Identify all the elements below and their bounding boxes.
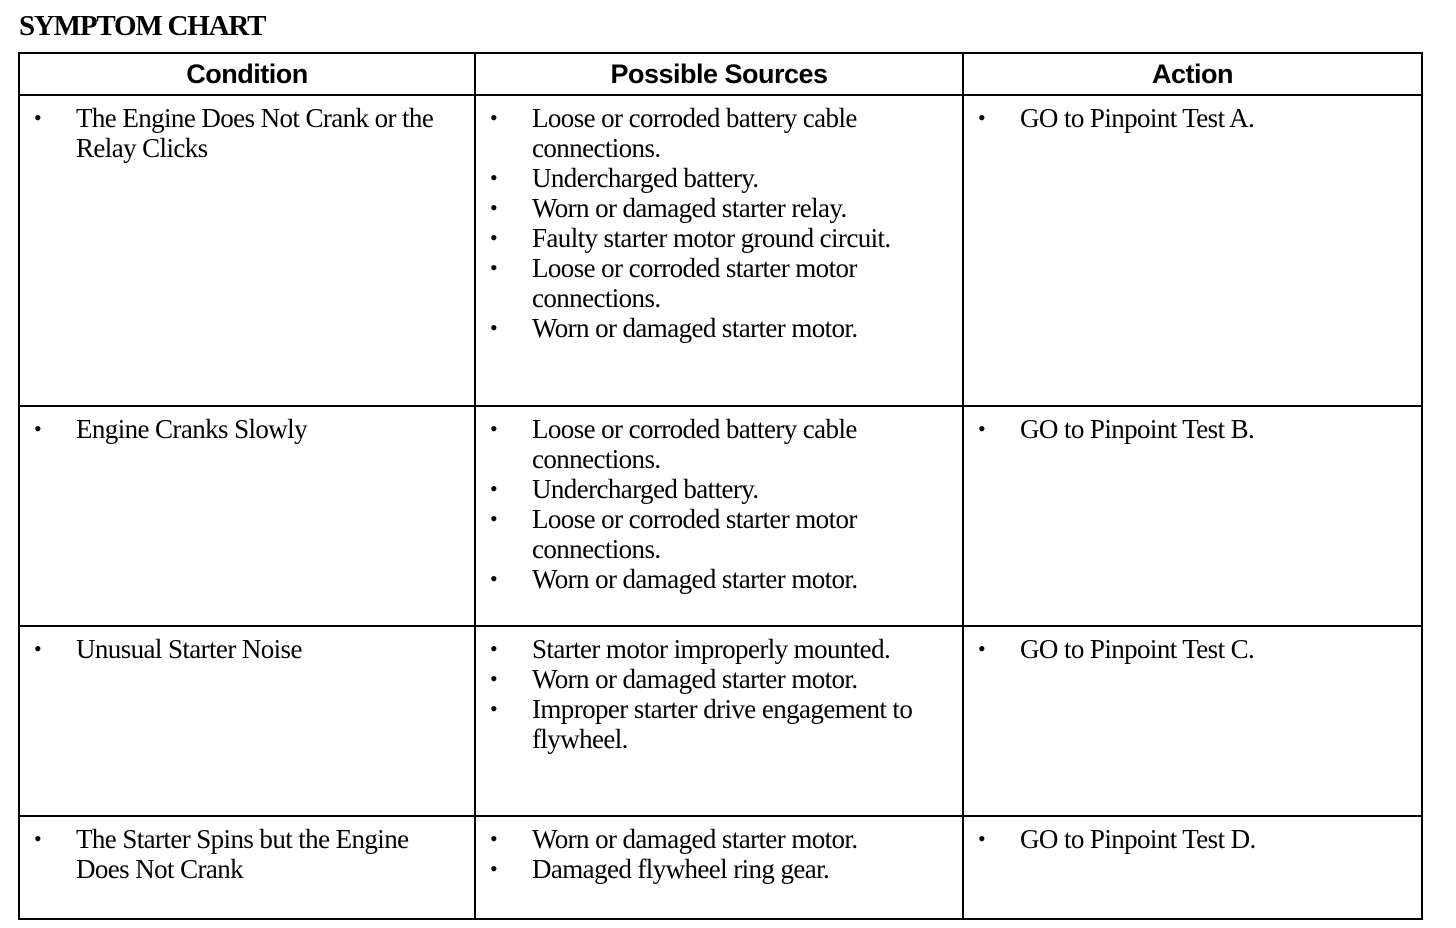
bullet-icon: • [978, 826, 986, 851]
source-item: • Loose or corroded battery cable connect… [476, 414, 954, 474]
source-text: Damaged flywheel ring gear. [532, 854, 830, 884]
table-row: • The Engine Does Not Crank or the Relay … [18, 94, 1423, 407]
condition-cell: • The Engine Does Not Crank or the Relay … [18, 94, 476, 407]
bullet-icon: • [490, 165, 498, 190]
bullet-icon: • [978, 636, 986, 661]
source-text: Loose or corroded battery cable connecti… [532, 103, 857, 163]
source-text: Worn or damaged starter motor. [532, 664, 858, 694]
source-text: Faulty starter motor ground circuit. [532, 223, 891, 253]
source-item: • Loose or corroded battery cable connect… [476, 103, 954, 163]
action-cell: • GO to Pinpoint Test A. [962, 94, 1423, 407]
bullet-icon: • [978, 105, 986, 130]
source-text: Worn or damaged starter relay. [532, 193, 847, 223]
bullet-icon: • [978, 416, 986, 441]
source-text: Loose or corroded starter motor connecti… [532, 253, 857, 313]
bullet-icon: • [34, 105, 42, 130]
bullet-icon: • [490, 255, 498, 280]
source-item: • Damaged flywheel ring gear. [476, 854, 954, 884]
table-row: • Unusual Starter Noise • Starter motor im… [18, 625, 1423, 817]
source-text: Worn or damaged starter motor. [532, 313, 858, 343]
source-text: Loose or corroded starter motor connecti… [532, 504, 857, 564]
bullet-icon: • [490, 826, 498, 851]
condition-item: • Unusual Starter Noise [20, 634, 466, 664]
action-text: GO to Pinpoint Test A. [1020, 103, 1255, 133]
condition-text: Unusual Starter Noise [76, 634, 302, 664]
source-text: Loose or corroded battery cable connecti… [532, 414, 857, 474]
action-text: GO to Pinpoint Test B. [1020, 414, 1255, 444]
bullet-icon: • [34, 636, 42, 661]
condition-cell: • Unusual Starter Noise [18, 625, 476, 817]
bullet-icon: • [490, 856, 498, 881]
source-item: • Faulty starter motor ground circuit. [476, 223, 954, 253]
source-item: • Improper starter drive engagement to fl… [476, 694, 954, 754]
source-text: Starter motor improperly mounted. [532, 634, 891, 664]
bullet-icon: • [490, 696, 498, 721]
sources-cell: • Worn or damaged starter motor. • Damaged… [474, 815, 964, 920]
source-item: • Worn or damaged starter motor. [476, 824, 954, 854]
source-item: • Loose or corroded starter motor connect… [476, 504, 954, 564]
source-item: • Worn or damaged starter motor. [476, 564, 954, 594]
action-item: • GO to Pinpoint Test C. [964, 634, 1413, 664]
action-item: • GO to Pinpoint Test D. [964, 824, 1413, 854]
symptom-table: Condition Possible Sources Action • The E… [18, 52, 1423, 920]
sources-cell: • Loose or corroded battery cable connect… [474, 405, 964, 627]
source-item: • Worn or damaged starter motor. [476, 313, 954, 343]
source-item: • Undercharged battery. [476, 163, 954, 193]
bullet-icon: • [490, 225, 498, 250]
bullet-icon: • [490, 666, 498, 691]
action-text: GO to Pinpoint Test C. [1020, 634, 1255, 664]
bullet-icon: • [490, 636, 498, 661]
sources-cell: • Starter motor improperly mounted. • Worn… [474, 625, 964, 817]
condition-item: • The Starter Spins but the Engine Does N… [20, 824, 466, 884]
condition-cell: • The Starter Spins but the Engine Does N… [18, 815, 476, 920]
action-cell: • GO to Pinpoint Test D. [962, 815, 1423, 920]
action-text: GO to Pinpoint Test D. [1020, 824, 1256, 854]
bullet-icon: • [34, 416, 42, 441]
header-action: Action [962, 52, 1423, 96]
bullet-icon: • [34, 826, 42, 851]
action-cell: • GO to Pinpoint Test B. [962, 405, 1423, 627]
condition-text: The Engine Does Not Crank or the Relay C… [76, 103, 434, 163]
source-text: Improper starter drive engagement to fly… [532, 694, 913, 754]
header-condition: Condition [18, 52, 476, 96]
bullet-icon: • [490, 506, 498, 531]
action-item: • GO to Pinpoint Test B. [964, 414, 1413, 444]
source-item: • Worn or damaged starter relay. [476, 193, 954, 223]
condition-item: • The Engine Does Not Crank or the Relay … [20, 103, 466, 163]
source-item: • Starter motor improperly mounted. [476, 634, 954, 664]
source-text: Worn or damaged starter motor. [532, 564, 858, 594]
table-header-row: Condition Possible Sources Action [18, 52, 1423, 96]
table-row: • The Starter Spins but the Engine Does N… [18, 815, 1423, 920]
sources-cell: • Loose or corroded battery cable connect… [474, 94, 964, 407]
bullet-icon: • [490, 566, 498, 591]
source-item: • Undercharged battery. [476, 474, 954, 504]
condition-item: • Engine Cranks Slowly [20, 414, 466, 444]
bullet-icon: • [490, 416, 498, 441]
bullet-icon: • [490, 105, 498, 130]
source-item: • Loose or corroded starter motor connect… [476, 253, 954, 313]
condition-cell: • Engine Cranks Slowly [18, 405, 476, 627]
condition-text: Engine Cranks Slowly [76, 414, 308, 444]
source-text: Undercharged battery. [532, 474, 759, 504]
source-text: Undercharged battery. [532, 163, 759, 193]
condition-text: The Starter Spins but the Engine Does No… [76, 824, 409, 884]
source-item: • Worn or damaged starter motor. [476, 664, 954, 694]
action-item: • GO to Pinpoint Test A. [964, 103, 1413, 133]
source-text: Worn or damaged starter motor. [532, 824, 858, 854]
bullet-icon: • [490, 315, 498, 340]
table-row: • Engine Cranks Slowly • Loose or corroded… [18, 405, 1423, 627]
bullet-icon: • [490, 195, 498, 220]
bullet-icon: • [490, 476, 498, 501]
header-possible-sources: Possible Sources [474, 52, 964, 96]
action-cell: • GO to Pinpoint Test C. [962, 625, 1423, 817]
page-title: SYMPTOM CHART [19, 10, 266, 42]
